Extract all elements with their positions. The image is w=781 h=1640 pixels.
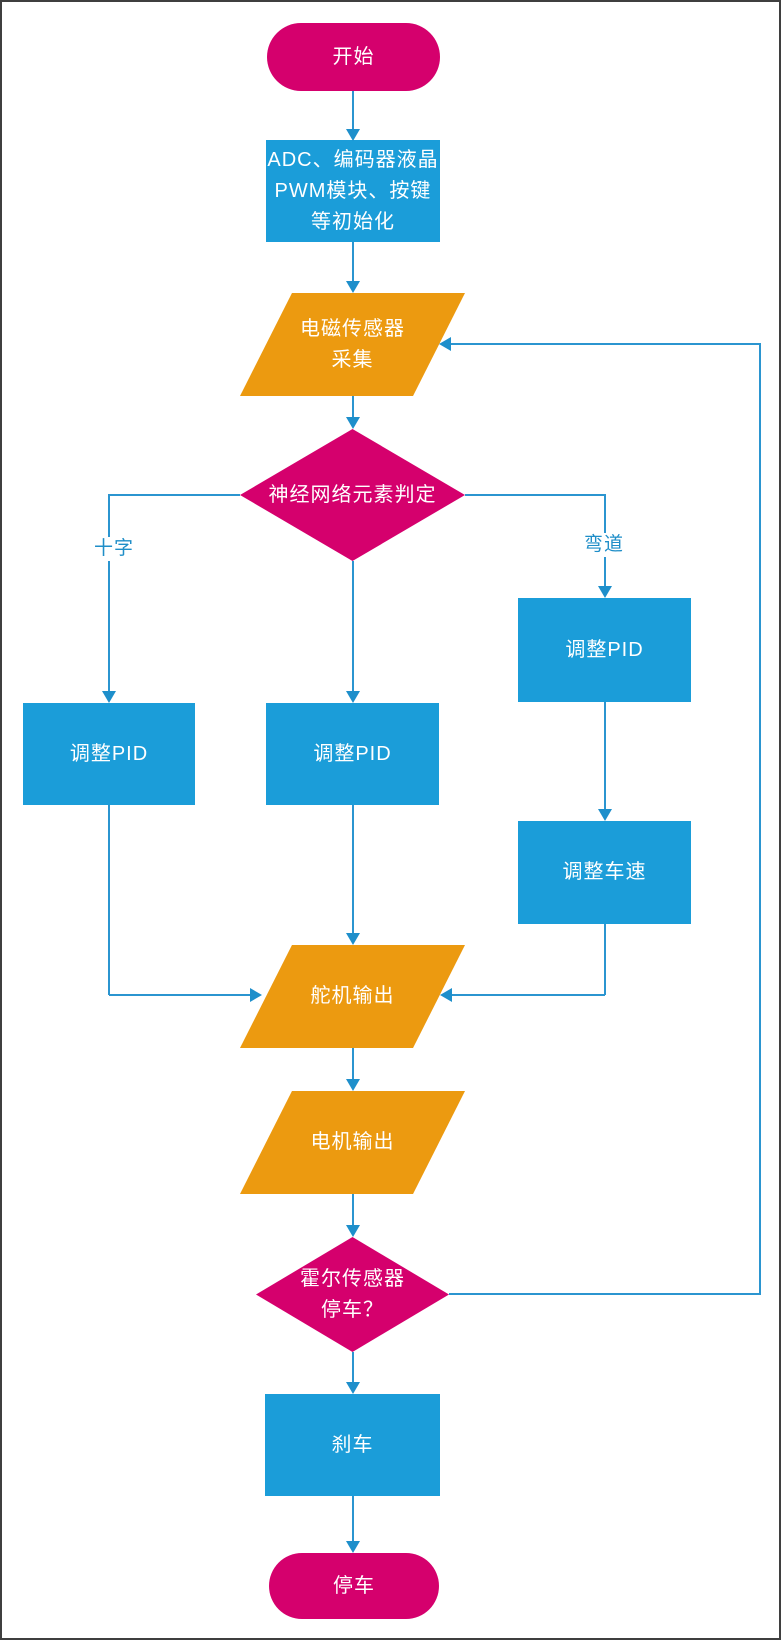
- edge-feedback-right: [759, 343, 761, 1295]
- node-stop-label: 停车: [333, 1574, 375, 1597]
- node-motor-out: 电机输出: [240, 1091, 465, 1194]
- node-nn-judge: 神经网络元素判定: [240, 429, 465, 561]
- arrowhead: [346, 1079, 360, 1091]
- edge-pidright-speed: [604, 702, 606, 809]
- node-init: ADC、编码器液晶 PWM模块、按键 等初始化: [266, 140, 440, 242]
- node-pid-right-label: 调整PID: [565, 638, 644, 661]
- arrowhead: [439, 337, 451, 351]
- arrowhead: [346, 1382, 360, 1394]
- edge-start-init: [352, 91, 354, 129]
- arrowhead: [346, 417, 360, 429]
- node-emag-sensor-line1: 电磁传感器: [300, 317, 405, 340]
- node-hall-line2: 停车？: [321, 1298, 384, 1321]
- edge-speed-servo-v: [604, 924, 606, 995]
- edge-init-sensor: [352, 242, 354, 281]
- node-pid-left-label: 调整PID: [69, 742, 149, 765]
- edge-servo-motor: [352, 1048, 354, 1079]
- node-emag-sensor-line2: 采集: [331, 348, 374, 371]
- edge-sensor-judge: [352, 396, 354, 417]
- edge-judge-left-v: [108, 494, 110, 691]
- node-hall: 霍尔传感器 停车？: [256, 1237, 449, 1352]
- node-servo-out-label: 舵机输出: [310, 985, 395, 1007]
- node-pid-left: 调整PID: [23, 703, 195, 805]
- node-motor-out-label: 电机输出: [310, 1131, 395, 1153]
- arrowhead: [346, 691, 360, 703]
- arrowhead: [346, 933, 360, 945]
- node-servo-out: 舵机输出: [240, 945, 465, 1048]
- arrowhead: [346, 1541, 360, 1553]
- node-hall-line1: 霍尔传感器: [300, 1267, 405, 1290]
- edge-hall-brake: [352, 1352, 354, 1382]
- edge-motor-hall: [352, 1194, 354, 1225]
- node-emag-sensor: 电磁传感器 采集: [240, 293, 465, 396]
- node-stop: 停车: [269, 1553, 439, 1619]
- edge-label-curve: 弯道: [582, 533, 627, 557]
- node-pid-mid: 调整PID: [266, 703, 439, 805]
- edge-speed-servo-h: [452, 994, 605, 996]
- edge-judge-right-h: [465, 494, 605, 496]
- edge-brake-stop: [352, 1496, 354, 1541]
- arrowhead: [598, 586, 612, 598]
- edge-pidmid-servo: [352, 805, 354, 933]
- node-start: 开始: [267, 23, 440, 91]
- arrowhead: [346, 281, 360, 293]
- arrowhead: [346, 1225, 360, 1237]
- node-brake: 刹车: [265, 1394, 440, 1496]
- arrowhead: [598, 809, 612, 821]
- edge-pidleft-servo-v: [108, 805, 110, 995]
- edge-judge-left-h: [109, 494, 240, 496]
- edge-feedback-top: [451, 343, 761, 345]
- node-init-line1: ADC、编码器液晶: [267, 148, 439, 171]
- arrowhead: [440, 988, 452, 1002]
- node-start-label: 开始: [332, 45, 375, 68]
- node-speed: 调整车速: [518, 821, 691, 924]
- arrowhead: [346, 129, 360, 141]
- node-init-line2: PWM模块、按键: [274, 179, 432, 202]
- node-speed-label: 调整车速: [562, 861, 647, 883]
- arrowhead: [102, 691, 116, 703]
- node-pid-mid-label: 调整PID: [313, 742, 392, 765]
- edge-label-cross: 十字: [92, 537, 137, 561]
- edge-pidleft-servo-h: [109, 994, 250, 996]
- node-init-line3: 等初始化: [311, 210, 395, 233]
- arrowhead: [250, 988, 262, 1002]
- edge-judge-mid-v: [352, 561, 354, 691]
- edge-feedback-bottom: [449, 1293, 761, 1295]
- node-pid-right: 调整PID: [518, 598, 691, 702]
- node-brake-label: 刹车: [331, 1433, 374, 1456]
- node-nn-judge-label: 神经网络元素判定: [268, 483, 437, 506]
